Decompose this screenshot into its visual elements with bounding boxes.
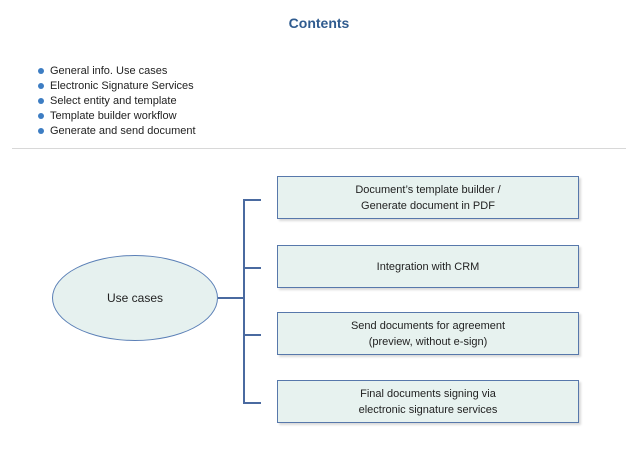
connector-branch-1 [243, 199, 261, 201]
page-title: Contents [288, 15, 350, 31]
connector-branch-2 [243, 267, 261, 269]
list-item: Electronic Signature Services [38, 79, 196, 94]
list-item: General info. Use cases [38, 64, 196, 79]
connector-branch-3 [243, 334, 261, 336]
diagram-box-template-builder: Document’s template builder / Generate d… [277, 176, 579, 219]
bullet-icon [38, 113, 44, 119]
list-item-label: Select entity and template [50, 95, 177, 107]
diagram-box-final-signing: Final documents signing via electronic s… [277, 380, 579, 423]
connector-root-horizontal [218, 297, 244, 299]
diagram-box-label: Integration with CRM [376, 260, 480, 273]
diagram-box-label: Final documents signing via electronic s… [358, 387, 498, 416]
list-item-label: General info. Use cases [50, 65, 168, 77]
bullet-icon [38, 98, 44, 104]
use-cases-label: Use cases [106, 291, 164, 305]
list-item-label: Generate and send document [50, 125, 196, 137]
list-item: Generate and send document [38, 124, 196, 139]
bullet-icon [38, 83, 44, 89]
diagram-box-label: Document’s template builder / Generate d… [355, 183, 501, 212]
list-item-label: Template builder workflow [50, 110, 177, 122]
use-cases-node: Use cases [52, 255, 218, 341]
list-item-label: Electronic Signature Services [50, 80, 194, 92]
section-divider [12, 148, 626, 149]
bullet-icon [38, 128, 44, 134]
list-item: Select entity and template [38, 94, 196, 109]
diagram-box-label: Send documents for agreement (preview, w… [350, 319, 506, 348]
bullet-icon [38, 68, 44, 74]
connector-vertical-spine [243, 199, 245, 403]
list-item: Template builder workflow [38, 109, 196, 124]
diagram-box-crm-integration: Integration with CRM [277, 245, 579, 288]
diagram-box-send-for-agreement: Send documents for agreement (preview, w… [277, 312, 579, 355]
connector-branch-4 [243, 402, 261, 404]
contents-list: General info. Use cases Electronic Signa… [38, 64, 196, 139]
